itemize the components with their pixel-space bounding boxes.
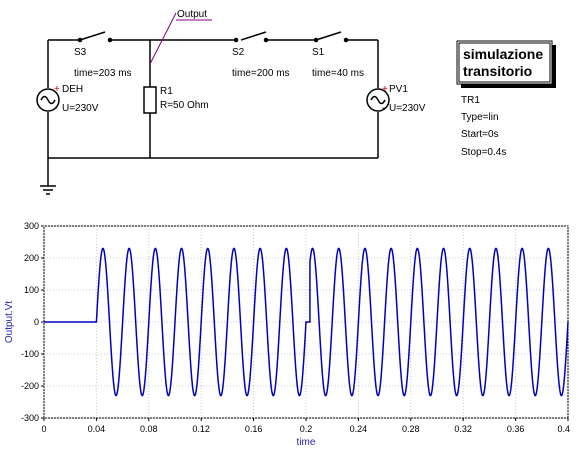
transient-chart: -300 -200 -100 0 100 200 300 0 0.04 0.08 0.12 0.16… [4,221,570,448]
s3-param: time=203 ms [74,68,132,79]
r1-name: R1 [160,86,173,97]
s3-name: S3 [74,47,87,58]
ac-source-deh-icon [36,88,60,112]
y-tick-label: 100 [24,285,39,295]
y-tick-label: 200 [24,253,39,263]
x-axis-title: time [297,437,316,448]
ground-icon [40,185,56,195]
ac-source-pv1-icon [366,88,390,112]
switch-s1 [313,31,349,43]
y-tick-label: 300 [24,221,39,231]
simulation-box [456,40,556,88]
output-probe-line [149,12,177,65]
x-tick-label: 0 [41,424,46,434]
x-tick-label: 0.32 [454,424,472,434]
x-tick-label: 0.36 [507,424,525,434]
deh-plus-sign: + [54,84,60,95]
x-tick-label: 0.28 [402,424,420,434]
x-tick-label: 0.24 [350,424,368,434]
pv1-name: PV1 [389,84,408,95]
s2-name: S2 [232,47,245,58]
pv1-param: U=230V [389,103,426,114]
pv1-plus-sign: + [382,84,388,95]
output-label: Output [177,9,207,20]
r1-param: R=50 Ohm [160,100,209,111]
s2-param: time=200 ms [232,68,290,79]
deh-minus-sign: - [54,103,57,114]
s1-name: S1 [312,47,325,58]
x-tick-label: 0.4 [557,424,570,434]
simulation-title-line1: simulazione [463,46,543,62]
switch-s3 [77,31,113,43]
x-tick-label: 0.16 [245,424,263,434]
pv1-minus-sign: - [382,103,385,114]
switch-s2 [233,31,269,43]
simulation-stop: Stop=0.4s [461,147,506,158]
y-tick-label: -100 [21,349,39,359]
x-tick-label: 0.08 [140,424,158,434]
simulation-title-line2: transitorio [463,63,532,79]
x-tick-label: 0.2 [300,424,313,434]
simulation-name: TR1 [461,95,480,106]
y-tick-labels: -300 -200 -100 0 100 200 300 [21,221,39,423]
x-tick-label: 0.04 [88,424,106,434]
circuit-schematic [36,12,390,195]
simulation-type: Type=lin [461,112,499,123]
x-tick-labels: 0 0.04 0.08 0.12 0.16 0.2 0.24 0.28 0.32 0.36 0.4 [41,424,570,434]
x-tick-label: 0.12 [192,424,210,434]
y-tick-label: -200 [21,381,39,391]
y-axis-title: Output.Vt [4,301,15,343]
deh-name: DEH [62,84,83,95]
resistor-r1 [143,86,157,114]
simulation-start: Start=0s [461,129,499,140]
deh-param: U=230V [62,103,99,114]
y-tick-label: 0 [34,317,39,327]
series-line [44,247,569,397]
series-layer [44,247,569,397]
y-tick-label: -300 [21,413,39,423]
s1-param: time=40 ms [312,68,364,79]
